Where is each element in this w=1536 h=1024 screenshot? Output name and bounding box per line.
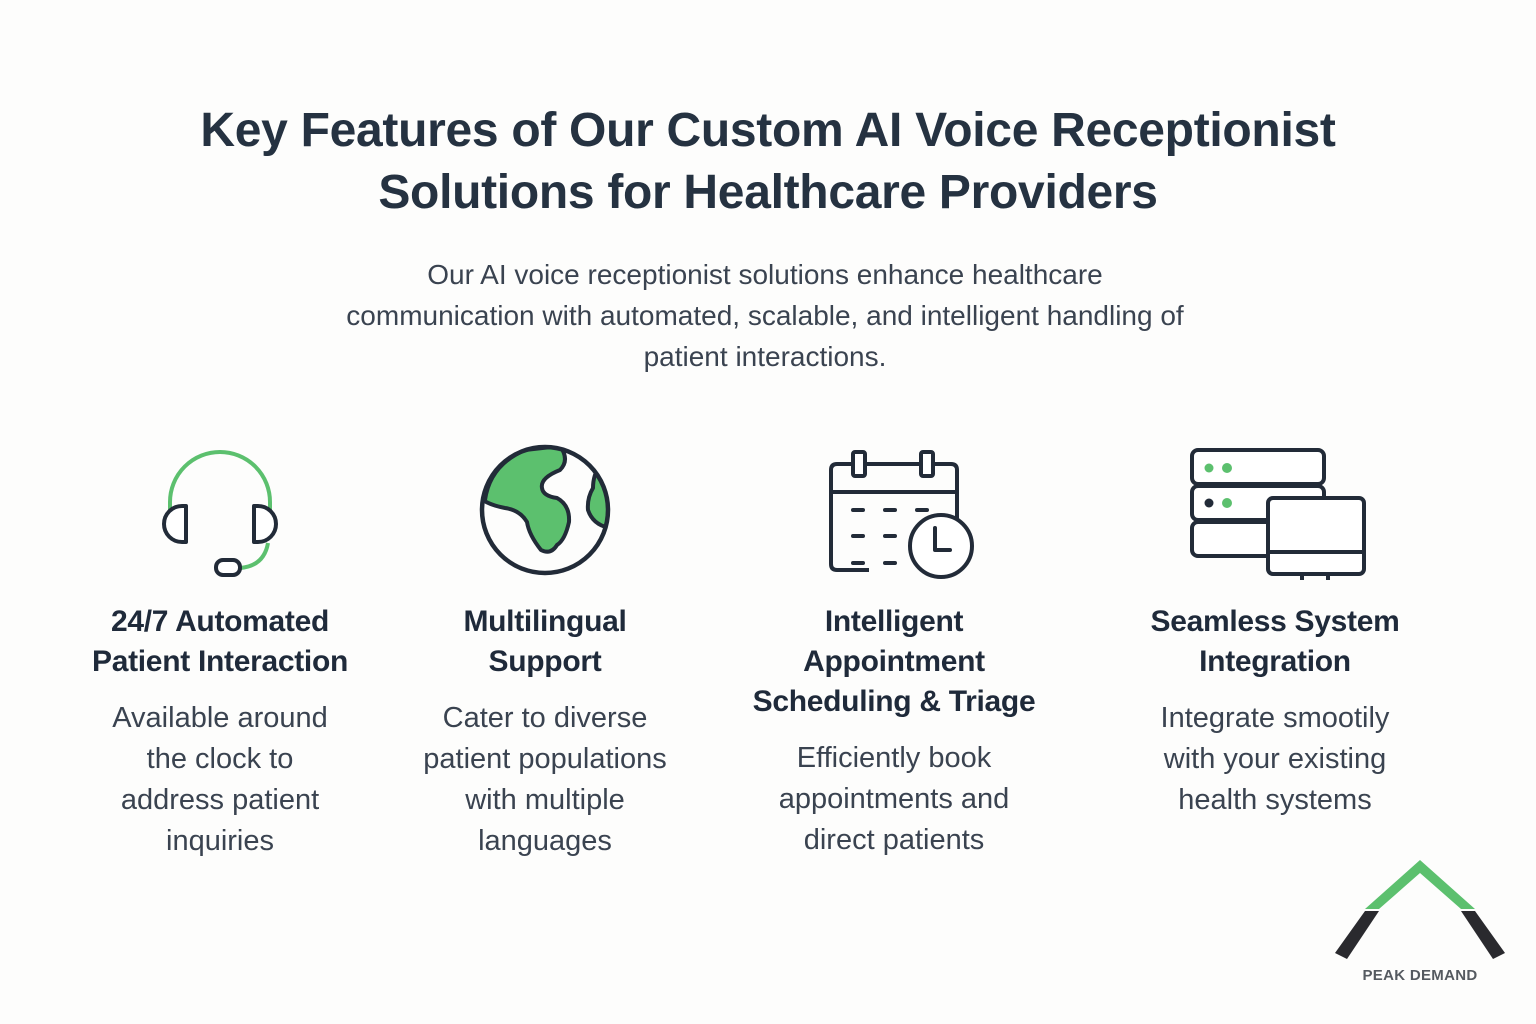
page-title-line-2: Solutions for Healthcare Providers (378, 166, 1158, 219)
peak-logo-icon (1335, 860, 1505, 959)
subtitle-line-1: Our AI voice receptionist solutions enha… (427, 259, 1103, 290)
feature-description: Available around the clock to address pa… (50, 698, 390, 862)
page-title: Key Features of Our Custom AI Voice Rece… (0, 100, 1536, 224)
feature-title-line: Integration (1199, 645, 1351, 678)
feature-title-line: Support (488, 645, 602, 678)
feature-title-line: Seamless System (1150, 605, 1400, 638)
feature-desc-line: Cater to diverse (442, 702, 648, 734)
feature-desc-line: patient populations (423, 743, 667, 775)
feature-title: Multilingual Support (375, 602, 715, 682)
subtitle-line-2: communication with automated, scalable, … (346, 300, 1184, 331)
peak-demand-logo: PEAK DEMAND (1335, 855, 1505, 995)
feature-desc-line: address patient (120, 784, 320, 816)
feature-description: Cater to diverse patient populations wit… (375, 698, 715, 862)
feature-card-integration: Seamless System Integration Integrate sm… (1110, 430, 1440, 821)
feature-desc-line: direct patients (803, 824, 985, 856)
feature-title: 24/7 Automated Patient Interaction (50, 602, 390, 682)
logo-text: PEAK DEMAND (1362, 967, 1478, 984)
subtitle-line-3: patient interactions. (643, 341, 887, 372)
feature-desc-line: Available around (112, 702, 328, 734)
page-subtitle: Our AI voice receptionist solutions enha… (250, 254, 1280, 377)
server-monitor-icon (1110, 430, 1440, 590)
feature-desc-line: Efficiently book (796, 742, 992, 774)
feature-title-line: Scheduling & Triage (752, 685, 1036, 718)
feature-card-scheduling: Intelligent Appointment Scheduling & Tri… (734, 430, 1054, 861)
calendar-clock-icon (734, 430, 1054, 590)
feature-title: Intelligent Appointment Scheduling & Tri… (734, 602, 1054, 722)
feature-description: Efficiently book appointments and direct… (734, 738, 1054, 861)
feature-desc-line: the clock to (146, 743, 294, 775)
page-title-line-1: Key Features of Our Custom AI Voice Rece… (200, 104, 1336, 157)
feature-desc-line: appointments and (778, 783, 1010, 815)
feature-title-line: 24/7 Automated (110, 605, 330, 638)
feature-title-line: Intelligent Appointment (803, 605, 985, 678)
feature-title-line: Patient Interaction (91, 645, 348, 678)
globe-icon (375, 430, 715, 590)
feature-desc-line: health systems (1178, 784, 1372, 816)
feature-card-multilingual: Multilingual Support Cater to diverse pa… (375, 430, 715, 862)
feature-title: Seamless System Integration (1110, 602, 1440, 682)
headset-icon (50, 430, 390, 590)
feature-desc-line: languages (478, 825, 612, 857)
feature-desc-line: with multiple (465, 784, 625, 816)
feature-desc-line: with your existing (1163, 743, 1387, 775)
feature-title-line: Multilingual (463, 605, 627, 638)
feature-card-automated-interaction: 24/7 Automated Patient Interaction Avail… (50, 430, 390, 862)
feature-description: Integrate smootily with your existing he… (1110, 698, 1440, 821)
feature-desc-line: inquiries (166, 825, 274, 857)
feature-desc-line: Integrate smootily (1160, 702, 1390, 734)
